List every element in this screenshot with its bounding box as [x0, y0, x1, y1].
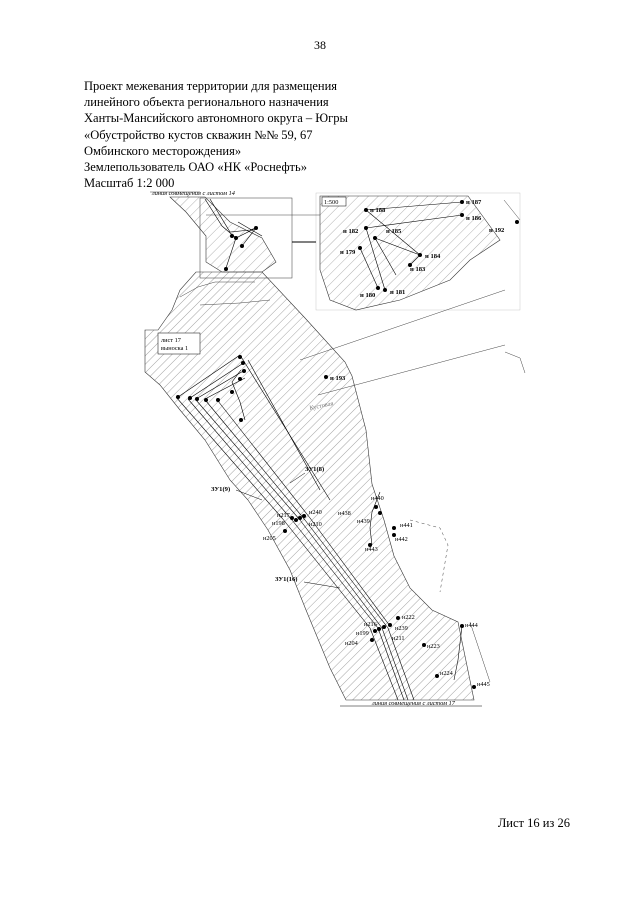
top-left-area — [169, 196, 277, 273]
point-label: н442 — [395, 536, 408, 543]
route-lines — [175, 354, 463, 701]
point-label: н239 — [395, 625, 408, 632]
point-label: н 181 — [390, 289, 405, 296]
header-line: «Обустройство кустов скважин №№ 59, 67 — [84, 127, 313, 142]
header-line: Ханты-Мансийского автономного округа – Ю… — [84, 111, 348, 126]
point-label: н438 — [338, 510, 351, 517]
outline-lines — [150, 191, 526, 683]
parcel-label: ЗУ1(16) — [275, 576, 297, 583]
road-label: Кустовая — [309, 400, 334, 412]
inset-point-labels: н 188 н 187 н 186 н 192 н 182 н 185 н 17… — [340, 199, 505, 299]
point-label: н 192 — [489, 227, 505, 234]
point-label: н 186 — [466, 215, 482, 222]
point-label: н223 — [427, 643, 440, 650]
main-land-area — [144, 271, 475, 701]
sheet-number: Лист 16 из 26 — [497, 816, 570, 830]
point-label: н204 — [345, 640, 359, 647]
point-label: н222 — [402, 614, 415, 621]
document-header: Проект межевания территории для размещен… — [84, 78, 348, 191]
inset-scale: 1:500 — [324, 199, 338, 206]
inset-area — [319, 195, 501, 311]
point-label: н 185 — [386, 228, 402, 235]
header-line: Проект межевания территории для размещен… — [84, 79, 338, 93]
point-label: н198 — [272, 520, 285, 527]
survey-points — [176, 226, 476, 689]
point-label: н 193 — [330, 375, 346, 382]
point-label: н 180 — [360, 292, 376, 299]
callout-line-1: лист 17 — [161, 337, 181, 344]
line-top-label: линия совмещения с листом 14 — [151, 190, 235, 197]
header-line: Омбинского месторождения» — [84, 143, 242, 158]
header-line: Масштаб 1:2 000 — [84, 176, 175, 191]
point-label: н 184 — [425, 253, 441, 260]
line-bottom-label: линия совмещения с листом 17 — [371, 700, 456, 707]
inset-survey-points — [358, 200, 519, 292]
point-label: н210 — [309, 521, 322, 528]
point-label: н440 — [371, 495, 384, 502]
inset-network — [359, 201, 463, 291]
point-labels: н 193 н440 н438 н439 н441 н442 н443 н240… — [263, 375, 490, 688]
parcel-label: ЗУ1(8) — [305, 466, 324, 473]
point-label: н205 — [263, 535, 276, 542]
point-label: н217 — [277, 512, 290, 519]
detail-frame — [199, 197, 293, 279]
point-label: н211 — [392, 635, 405, 642]
callout-line-2: выноска 1 — [161, 345, 188, 352]
point-label: н 183 — [410, 266, 426, 273]
point-label: н216 — [364, 621, 377, 628]
point-label: н444 — [465, 622, 479, 629]
point-label: н 179 — [340, 249, 356, 256]
point-label: н199 — [356, 630, 369, 637]
point-label: н 188 — [370, 207, 386, 214]
point-label: н443 — [365, 546, 378, 553]
point-label: н445 — [477, 681, 490, 688]
parcel-label: ЗУ1(9) — [211, 486, 230, 493]
point-label: н 187 — [466, 199, 482, 206]
point-label: н439 — [357, 518, 370, 525]
page-number: 38 — [314, 38, 326, 52]
inset-frame — [315, 192, 521, 311]
point-label: н224 — [440, 670, 454, 677]
point-label: н441 — [400, 522, 413, 529]
point-label: н240 — [309, 509, 322, 516]
header-line: Землепользователь ОАО «НК «Роснефть» — [84, 160, 307, 175]
header-line: линейного объекта регионального назначен… — [84, 95, 329, 110]
point-label: н 182 — [343, 228, 359, 235]
